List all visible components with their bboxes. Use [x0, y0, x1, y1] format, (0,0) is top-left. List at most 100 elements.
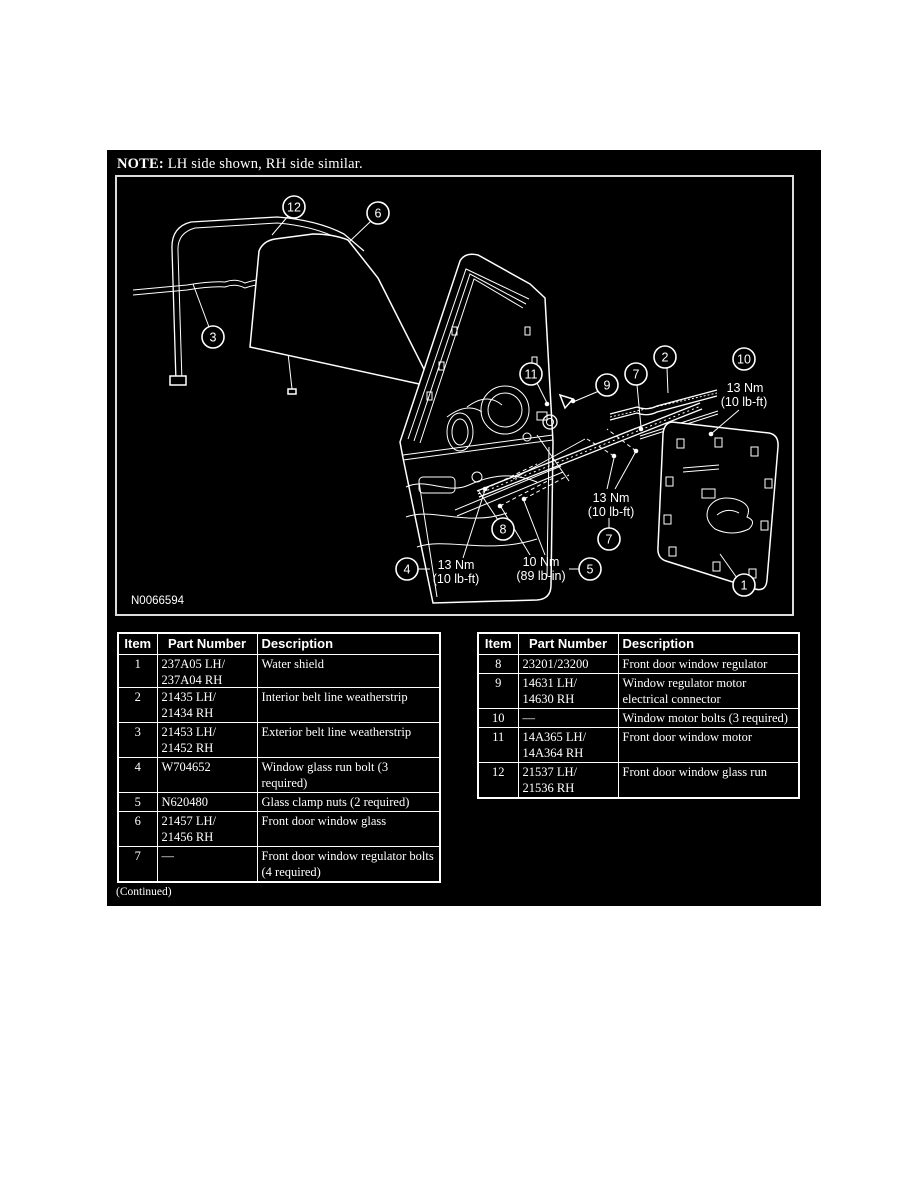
item-cell: 7: [117, 846, 158, 883]
callout-1: 1: [732, 573, 756, 597]
part-cell: N620480: [156, 792, 258, 812]
figure-id: N0066594: [131, 595, 185, 607]
callout-7-lower: 7: [597, 527, 621, 551]
torque-4-line2: (10 lb-ft): [433, 572, 480, 586]
part-cell: 23201/23200: [517, 654, 619, 674]
desc-cell: Window glass run bolt (3 required): [256, 757, 441, 793]
window-regulator-art: [454, 393, 703, 517]
fastener-dashes: [482, 398, 714, 509]
part-cell: 14631 LH/ 14630 RH: [517, 673, 619, 709]
callout-1-number: 1: [741, 579, 748, 593]
table-row: 2 21435 LH/ 21434 RH Interior belt line …: [117, 687, 441, 723]
desc-cell: Front door window regulator bolts (4 req…: [256, 846, 441, 883]
part-cell: —: [517, 708, 619, 728]
desc-cell: Glass clamp nuts (2 required): [256, 792, 441, 812]
torque-5-line2: (89 lb-in): [516, 569, 565, 583]
note-text: LH side shown, RH side similar.: [163, 156, 363, 172]
callout-9: 9: [595, 373, 619, 397]
item-cell: 10: [477, 708, 519, 728]
callout-8: 8: [491, 517, 515, 541]
callout-12-number: 12: [287, 201, 301, 215]
callout-5: 5: [578, 557, 602, 581]
part-cell: 21453 LH/ 21452 RH: [156, 722, 258, 758]
table-row: 12 21537 LH/ 21536 RH Front door window …: [477, 762, 800, 799]
item-cell: 6: [117, 811, 158, 847]
door-window-diagram-svg: 12 6 3 11 9 7 2 10 8: [131, 195, 779, 607]
callout-3-number: 3: [210, 331, 217, 345]
part-cell: 14A365 LH/ 14A364 RH: [517, 727, 619, 763]
part-cell: 21537 LH/ 21536 RH: [517, 762, 619, 799]
torque-label-4: 13 Nm (10 lb-ft): [433, 558, 480, 586]
callout-7-upper-number: 7: [633, 368, 640, 382]
callout-12: 12: [282, 195, 306, 219]
torque-center-line1: 13 Nm: [593, 491, 630, 505]
item-cell: 4: [117, 757, 158, 793]
callout-10-number: 10: [737, 353, 751, 367]
torque-label-10: 13 Nm (10 lb-ft): [721, 381, 768, 409]
door-shell-art: [399, 253, 554, 604]
col-header-part-number: Part Number: [517, 632, 619, 655]
col-header-item: Item: [117, 632, 158, 655]
col-header-part-number: Part Number: [156, 632, 258, 655]
item-cell: 11: [477, 727, 519, 763]
part-cell: —: [156, 846, 258, 883]
watershield-art: [657, 421, 779, 591]
callout-2: 2: [653, 345, 677, 369]
table-row: 5 N620480 Glass clamp nuts (2 required): [117, 792, 441, 812]
callout-2-number: 2: [662, 351, 669, 365]
desc-cell: Window motor bolts (3 required): [617, 708, 800, 728]
continued-label: (Continued): [116, 886, 172, 898]
table-row: 3 21453 LH/ 21452 RH Exterior belt line …: [117, 722, 441, 758]
item-cell: 2: [117, 687, 158, 723]
part-text: 237A05 LH/ 237A04 RH: [161, 657, 226, 686]
note-label: NOTE:: [117, 156, 164, 172]
desc-cell: Water shield: [256, 654, 441, 688]
torque-10-line2: (10 lb-ft): [721, 395, 768, 409]
table-row: 1 237A05 LH/ 237A04 RH Water shield: [117, 654, 441, 688]
col-header-description: Description: [256, 632, 441, 655]
glass-run-art: [169, 216, 365, 386]
item-cell: 5: [117, 792, 158, 812]
col-header-item: Item: [477, 632, 519, 655]
window-glass-art: [249, 233, 435, 389]
desc-cell: Front door window glass: [256, 811, 441, 847]
callout-6: 6: [366, 201, 390, 225]
desc-cell: Front door window glass run: [617, 762, 800, 799]
table-header-row: Item Part Number Description: [117, 632, 441, 655]
torque-label-5: 10 Nm (89 lb-in): [516, 555, 565, 583]
item-cell: 8: [477, 654, 519, 674]
callout-8-number: 8: [500, 523, 507, 537]
table-row: 11 14A365 LH/ 14A364 RH Front door windo…: [477, 727, 800, 763]
part-cell: 21435 LH/ 21434 RH: [156, 687, 258, 723]
table-row: 9 14631 LH/ 14630 RH Window regulator mo…: [477, 673, 800, 709]
item-cell: 9: [477, 673, 519, 709]
callout-7-lower-number: 7: [606, 533, 613, 547]
part-cell: W704652: [156, 757, 258, 793]
callout-11: 11: [519, 362, 543, 386]
table-row: 8 23201/23200 Front door window regulato…: [477, 654, 800, 674]
torque-10-line1: 13 Nm: [727, 381, 764, 395]
desc-cell: Front door window regulator: [617, 654, 800, 674]
item-cell: 12: [477, 762, 519, 799]
note-line: NOTE: LH side shown, RH side similar.: [117, 156, 363, 173]
callout-7-upper: 7: [624, 362, 648, 386]
table-row: 4 W704652 Window glass run bolt (3 requi…: [117, 757, 441, 793]
callout-4: 4: [395, 557, 419, 581]
desc-cell: Exterior belt line weatherstrip: [256, 722, 441, 758]
table-row: 7 — Front door window regulator bolts (4…: [117, 846, 441, 883]
col-header-description: Description: [617, 632, 800, 655]
page-content-region: NOTE: LH side shown, RH side similar.: [107, 150, 821, 906]
desc-cell: Window regulator motor electrical connec…: [617, 673, 800, 709]
table-row: 6 21457 LH/ 21456 RH Front door window g…: [117, 811, 441, 847]
parts-table-right: Item Part Number Description 8 23201/232…: [477, 632, 800, 799]
item-cell: 1: [117, 654, 158, 688]
callout-5-number: 5: [587, 563, 594, 577]
part-cell: 237A05 LH/ 237A04 RH: [156, 654, 258, 688]
torque-label-center: 13 Nm (10 lb-ft): [588, 491, 635, 519]
part-cell: 21457 LH/ 21456 RH: [156, 811, 258, 847]
torque-center-line2: (10 lb-ft): [588, 505, 635, 519]
desc-cell: Front door window motor: [617, 727, 800, 763]
parts-table-left: Item Part Number Description 1 237A05 LH…: [117, 632, 441, 883]
desc-cell: Interior belt line weatherstrip: [256, 687, 441, 723]
torque-5-line1: 10 Nm: [523, 555, 560, 569]
